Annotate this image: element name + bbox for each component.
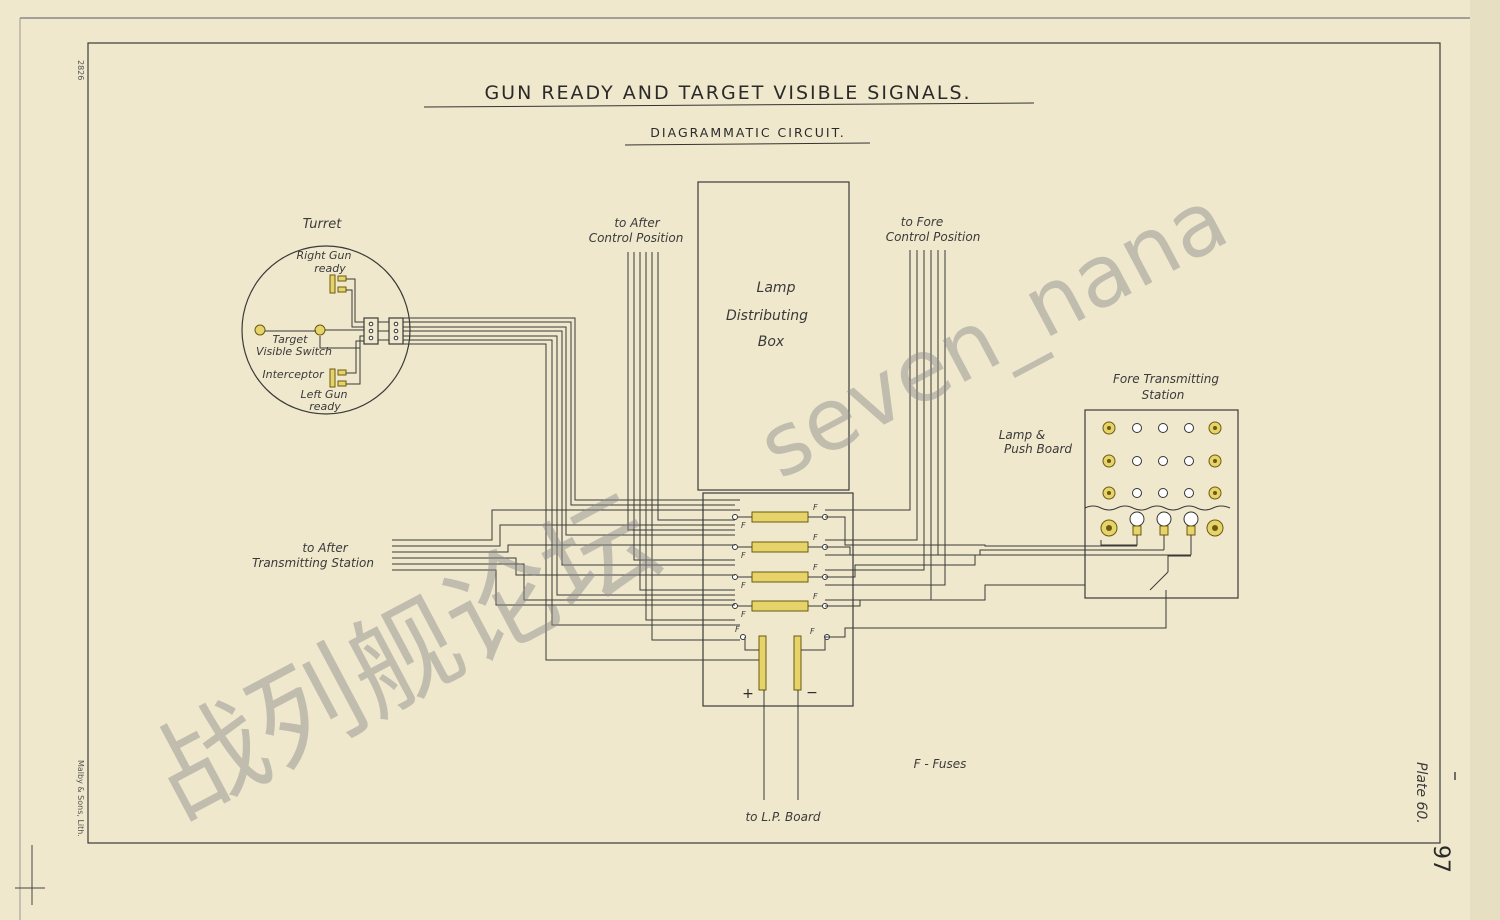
negative-bus-bar [793, 635, 802, 691]
distributing-box-label-3: Box [758, 334, 785, 350]
printer-credit: Malby & Sons, Lith. [76, 760, 85, 837]
right-gun-contact [329, 274, 336, 294]
svg-text:F: F [741, 581, 746, 590]
left-gun-label-2: ready [309, 400, 341, 413]
fuse-strip-3: F F [732, 563, 828, 590]
interceptor-label: Interceptor [262, 368, 325, 381]
target-switch-contact [314, 324, 326, 336]
lamp-row-4 [1100, 511, 1224, 537]
after-transmitting-cable [392, 509, 740, 606]
distributing-box-label-2: Distributing [726, 308, 808, 324]
svg-text:F: F [813, 592, 818, 601]
turret-circle [241, 245, 411, 415]
fuse-strip-2: F F [732, 533, 828, 560]
fore-transmitting-cable [825, 516, 1191, 638]
push-board-label-1: Lamp & [999, 428, 1046, 442]
turret: Turret Right Gun ready Target Visible Sw… [241, 217, 411, 415]
right-gun-label-2: ready [314, 262, 346, 275]
lp-board-label: to L.P. Board [745, 810, 820, 824]
fore-control-label-1: to Fore [901, 215, 943, 229]
page-number: 97 [1428, 845, 1453, 873]
fuse-strip-4: F F [732, 592, 828, 619]
right-gun-label-1: Right Gun [297, 249, 352, 262]
push-switch [1149, 571, 1169, 591]
lamp-row-1 [1102, 421, 1222, 435]
fore-station-label-2: Station [1142, 388, 1185, 402]
fuse-legend: F - Fuses [914, 757, 967, 771]
target-switch-label-2: Visible Switch [256, 345, 332, 358]
positive-bus-bar [758, 635, 767, 691]
svg-text:F: F [741, 610, 746, 619]
positive-sign: + [742, 686, 754, 702]
lamp-push-board [1084, 409, 1239, 599]
turret-label: Turret [303, 217, 343, 232]
diagram-title: GUN READY AND TARGET VISIBLE SIGNALS. [484, 82, 971, 104]
target-switch-pivot [254, 324, 266, 336]
after-control-label-2: Control Position [589, 231, 684, 245]
fore-station-label-1: Fore Transmitting [1113, 372, 1219, 386]
after-transmitting-label-2: Transmitting Station [252, 556, 374, 570]
fore-control-label-2: Control Position [886, 230, 981, 244]
push-board-label-2: Push Board [1004, 442, 1072, 456]
after-transmitting-label-1: to After [302, 541, 348, 555]
fore-transmitting-station: Fore Transmitting Station Lamp & Push Bo… [999, 372, 1239, 599]
left-gun-label-1: Left Gun [300, 388, 347, 401]
plate-number: 2826 [76, 60, 85, 80]
distributing-box-label-1: Lamp [757, 280, 796, 296]
left-gun-contact [329, 368, 336, 388]
after-control-cable [627, 252, 740, 641]
svg-text:F: F [735, 625, 740, 634]
svg-text:F: F [741, 551, 746, 560]
svg-text:F: F [813, 533, 818, 542]
svg-text:F: F [813, 503, 818, 512]
svg-text:F: F [813, 563, 818, 572]
lamp-row-3 [1102, 486, 1222, 500]
svg-text:F: F [741, 521, 746, 530]
plate-label: Plate 60. [1413, 762, 1429, 824]
negative-sign: − [806, 685, 818, 701]
svg-text:F: F [810, 627, 815, 636]
after-control-label-1: to After [614, 216, 660, 230]
diagram-subtitle: DIAGRAMMATIC CIRCUIT. [650, 125, 845, 140]
distributing-box-upper [697, 181, 850, 491]
plate-border [87, 42, 1441, 844]
target-switch-label-1: Target [273, 333, 309, 346]
lamp-row-2 [1102, 454, 1222, 468]
